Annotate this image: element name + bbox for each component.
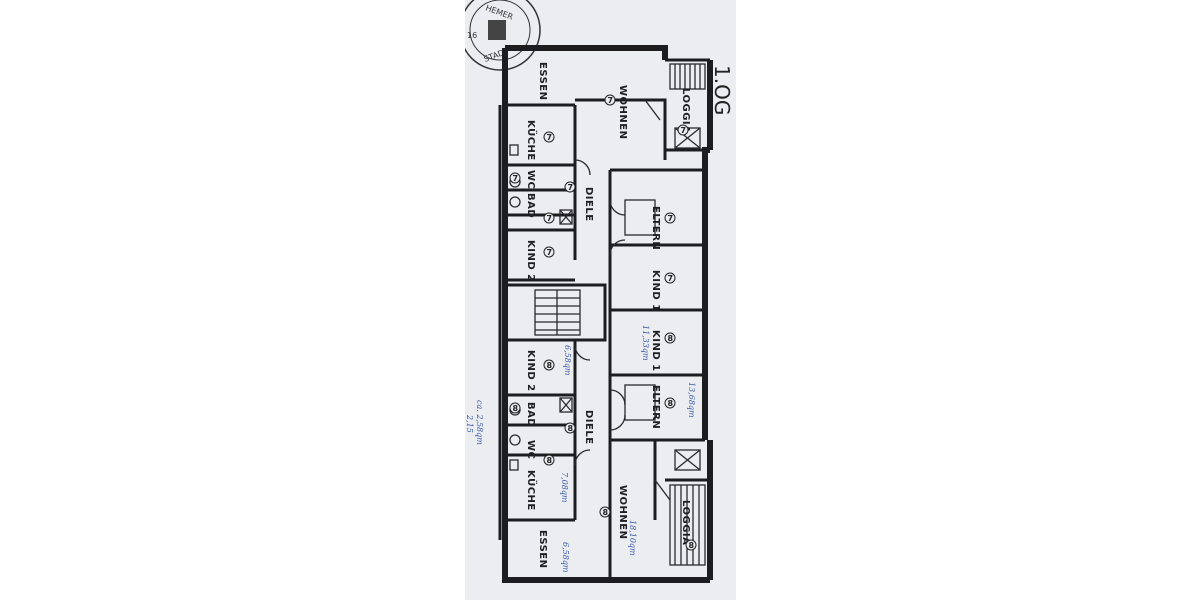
svg-text:7: 7 (547, 248, 553, 257)
svg-text:8: 8 (547, 361, 553, 370)
unit-marker: 7 (543, 246, 555, 258)
floor-plan-sheet: HEMER STADT 16 (465, 0, 736, 600)
svg-text:8: 8 (689, 541, 695, 550)
label-loggia-7: LOGGIA (680, 88, 691, 133)
unit-marker: 7 (664, 272, 676, 284)
unit-marker: 7 (677, 124, 689, 136)
unit-marker: 8 (664, 397, 676, 409)
label-loggia-8: LOGGIA (680, 500, 691, 545)
label-eltern-7: ELTERN (650, 206, 661, 250)
label-eltern-8: ELTERN (650, 385, 661, 429)
unit-marker: 7 (509, 172, 521, 184)
note-side: ca. 2,58qm (475, 400, 484, 445)
unit-marker: 7 (543, 131, 555, 143)
note-wohnen-8: 18,10qm (628, 520, 637, 556)
label-wc-8: WC (525, 440, 536, 459)
label-wohnen-7: WOHNEN (617, 85, 628, 139)
label-kind2-8: KIND 2 (525, 350, 536, 392)
unit-marker: 8 (564, 422, 576, 434)
stamp-text-num: 16 (467, 31, 477, 40)
svg-text:7: 7 (668, 274, 674, 283)
note-kind1-8: 11,33qm (641, 325, 650, 361)
unit-marker: 7 (664, 212, 676, 224)
unit-marker: 7 (604, 94, 616, 106)
svg-text:7: 7 (513, 174, 519, 183)
label-wohnen-8: WOHNEN (617, 485, 628, 539)
loggia-bottom-rail (669, 449, 706, 566)
label-kind1-8: KIND 1 (650, 330, 661, 372)
interior-walls (498, 58, 710, 580)
note-kind2-8: 6,58qm (563, 345, 572, 376)
stamp-emblem (488, 20, 506, 40)
furniture (509, 144, 656, 471)
stamp-text-hemer: HEMER (484, 3, 514, 21)
svg-text:7: 7 (668, 214, 674, 223)
handwritten-notes: 11,33qm 6,58qm 13,68qm 7,08qm 18,10qm 6,… (465, 325, 696, 573)
label-kueche-8: KÜCHE (525, 470, 539, 511)
floor-plan-drawing: HEMER STADT 16 (465, 0, 734, 583)
unit-marker: 8 (599, 506, 611, 518)
note-essen: 6,58qm (561, 542, 570, 573)
svg-text:7: 7 (568, 183, 574, 192)
svg-text:8: 8 (603, 508, 609, 517)
note-eltern-8: 13,68qm (687, 382, 696, 418)
svg-text:8: 8 (547, 456, 553, 465)
label-bad-8: BAD (525, 402, 536, 427)
note-kueche-8: 7,08qm (560, 472, 569, 503)
svg-text:8: 8 (513, 404, 519, 413)
unit-marker: 8 (509, 402, 521, 414)
svg-text:7: 7 (547, 214, 553, 223)
label-essen-bottom: ESSEN (537, 530, 548, 569)
svg-text:8: 8 (668, 334, 674, 343)
label-diele-8: DIELE (583, 410, 594, 445)
label-kind1-7: KIND 1 (650, 270, 661, 312)
svg-text:8: 8 (568, 424, 574, 433)
unit-marker: 7 (543, 212, 555, 224)
label-kueche-7: KÜCHE (525, 120, 539, 161)
label-diele-7: DIELE (583, 187, 594, 222)
unit-marker: 8 (685, 539, 697, 551)
unit-marker: 8 (543, 454, 555, 466)
unit-marker: 8 (543, 359, 555, 371)
floor-title: 1.OG (710, 65, 734, 115)
svg-text:7: 7 (547, 133, 553, 142)
note-side-2: 2,15 (465, 414, 474, 433)
bed-eltern-7 (624, 199, 656, 236)
svg-text:7: 7 (608, 96, 614, 105)
room-labels: ESSEN WOHNEN LOGGIA KÜCHE WC BAD DIELE E… (525, 62, 691, 569)
door-swings (574, 99, 671, 501)
svg-text:8: 8 (668, 399, 674, 408)
unit-marker: 7 (564, 181, 576, 193)
unit-markers: 7 7 7 7 7 7 7 7 7 8 8 8 8 8 8 8 8 (509, 94, 697, 551)
unit-marker: 8 (664, 332, 676, 344)
label-essen-top: ESSEN (537, 62, 548, 101)
label-kind2-7: KIND 2 (525, 240, 536, 282)
label-bad-7: BAD (525, 193, 536, 218)
staircase (534, 289, 581, 336)
svg-text:7: 7 (681, 126, 687, 135)
label-wc-7: WC (525, 170, 536, 189)
